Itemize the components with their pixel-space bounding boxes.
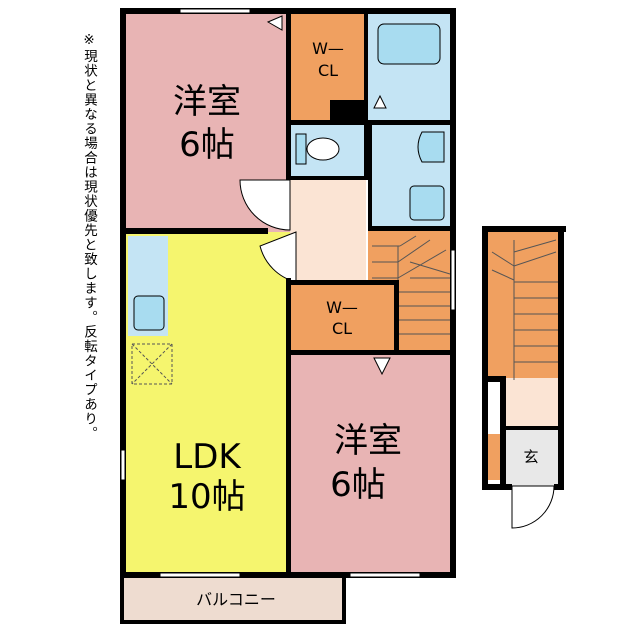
toilet (295, 133, 340, 165)
disclaimer-note: ※現状と異なる場合は現状優先と致します。反転タイプあり。 (81, 32, 97, 441)
washbasin (417, 131, 445, 163)
kitchen-sink (133, 295, 165, 331)
wcl-mid-line1: W— (326, 298, 358, 317)
stairs-annex (491, 239, 558, 380)
bedroom-bottom-size: 6帖 (330, 465, 386, 505)
ldk-name: LDK (173, 437, 242, 477)
refrigerator-space (131, 343, 173, 385)
bedroom-top-name: 洋室 (173, 82, 241, 122)
windows (120, 8, 456, 578)
entrance-label: 玄 (523, 448, 538, 466)
entrance-fill (504, 430, 558, 486)
ldk-size: 10帖 (168, 477, 245, 517)
balcony-label: バルコニー (196, 590, 276, 609)
wcl-mid-line2: CL (332, 319, 352, 338)
annex-hall-fill (500, 378, 558, 428)
doors (239, 15, 555, 529)
bedroom-top-size: 6帖 (179, 125, 235, 165)
annex-closet-fill (488, 434, 502, 480)
annex-stairs-fill (488, 232, 562, 380)
washing-machine (409, 185, 445, 221)
wcl-top-line1: W— (312, 39, 344, 58)
bedroom-bottom-name: 洋室 (334, 421, 402, 461)
bathtub (377, 23, 441, 65)
bedroom-bottom-fill (290, 352, 452, 574)
wcl-top-line2: CL (318, 61, 338, 80)
wcl-mid-fill (290, 284, 394, 352)
hall-fill (290, 180, 366, 284)
balcony-fill (124, 576, 342, 622)
